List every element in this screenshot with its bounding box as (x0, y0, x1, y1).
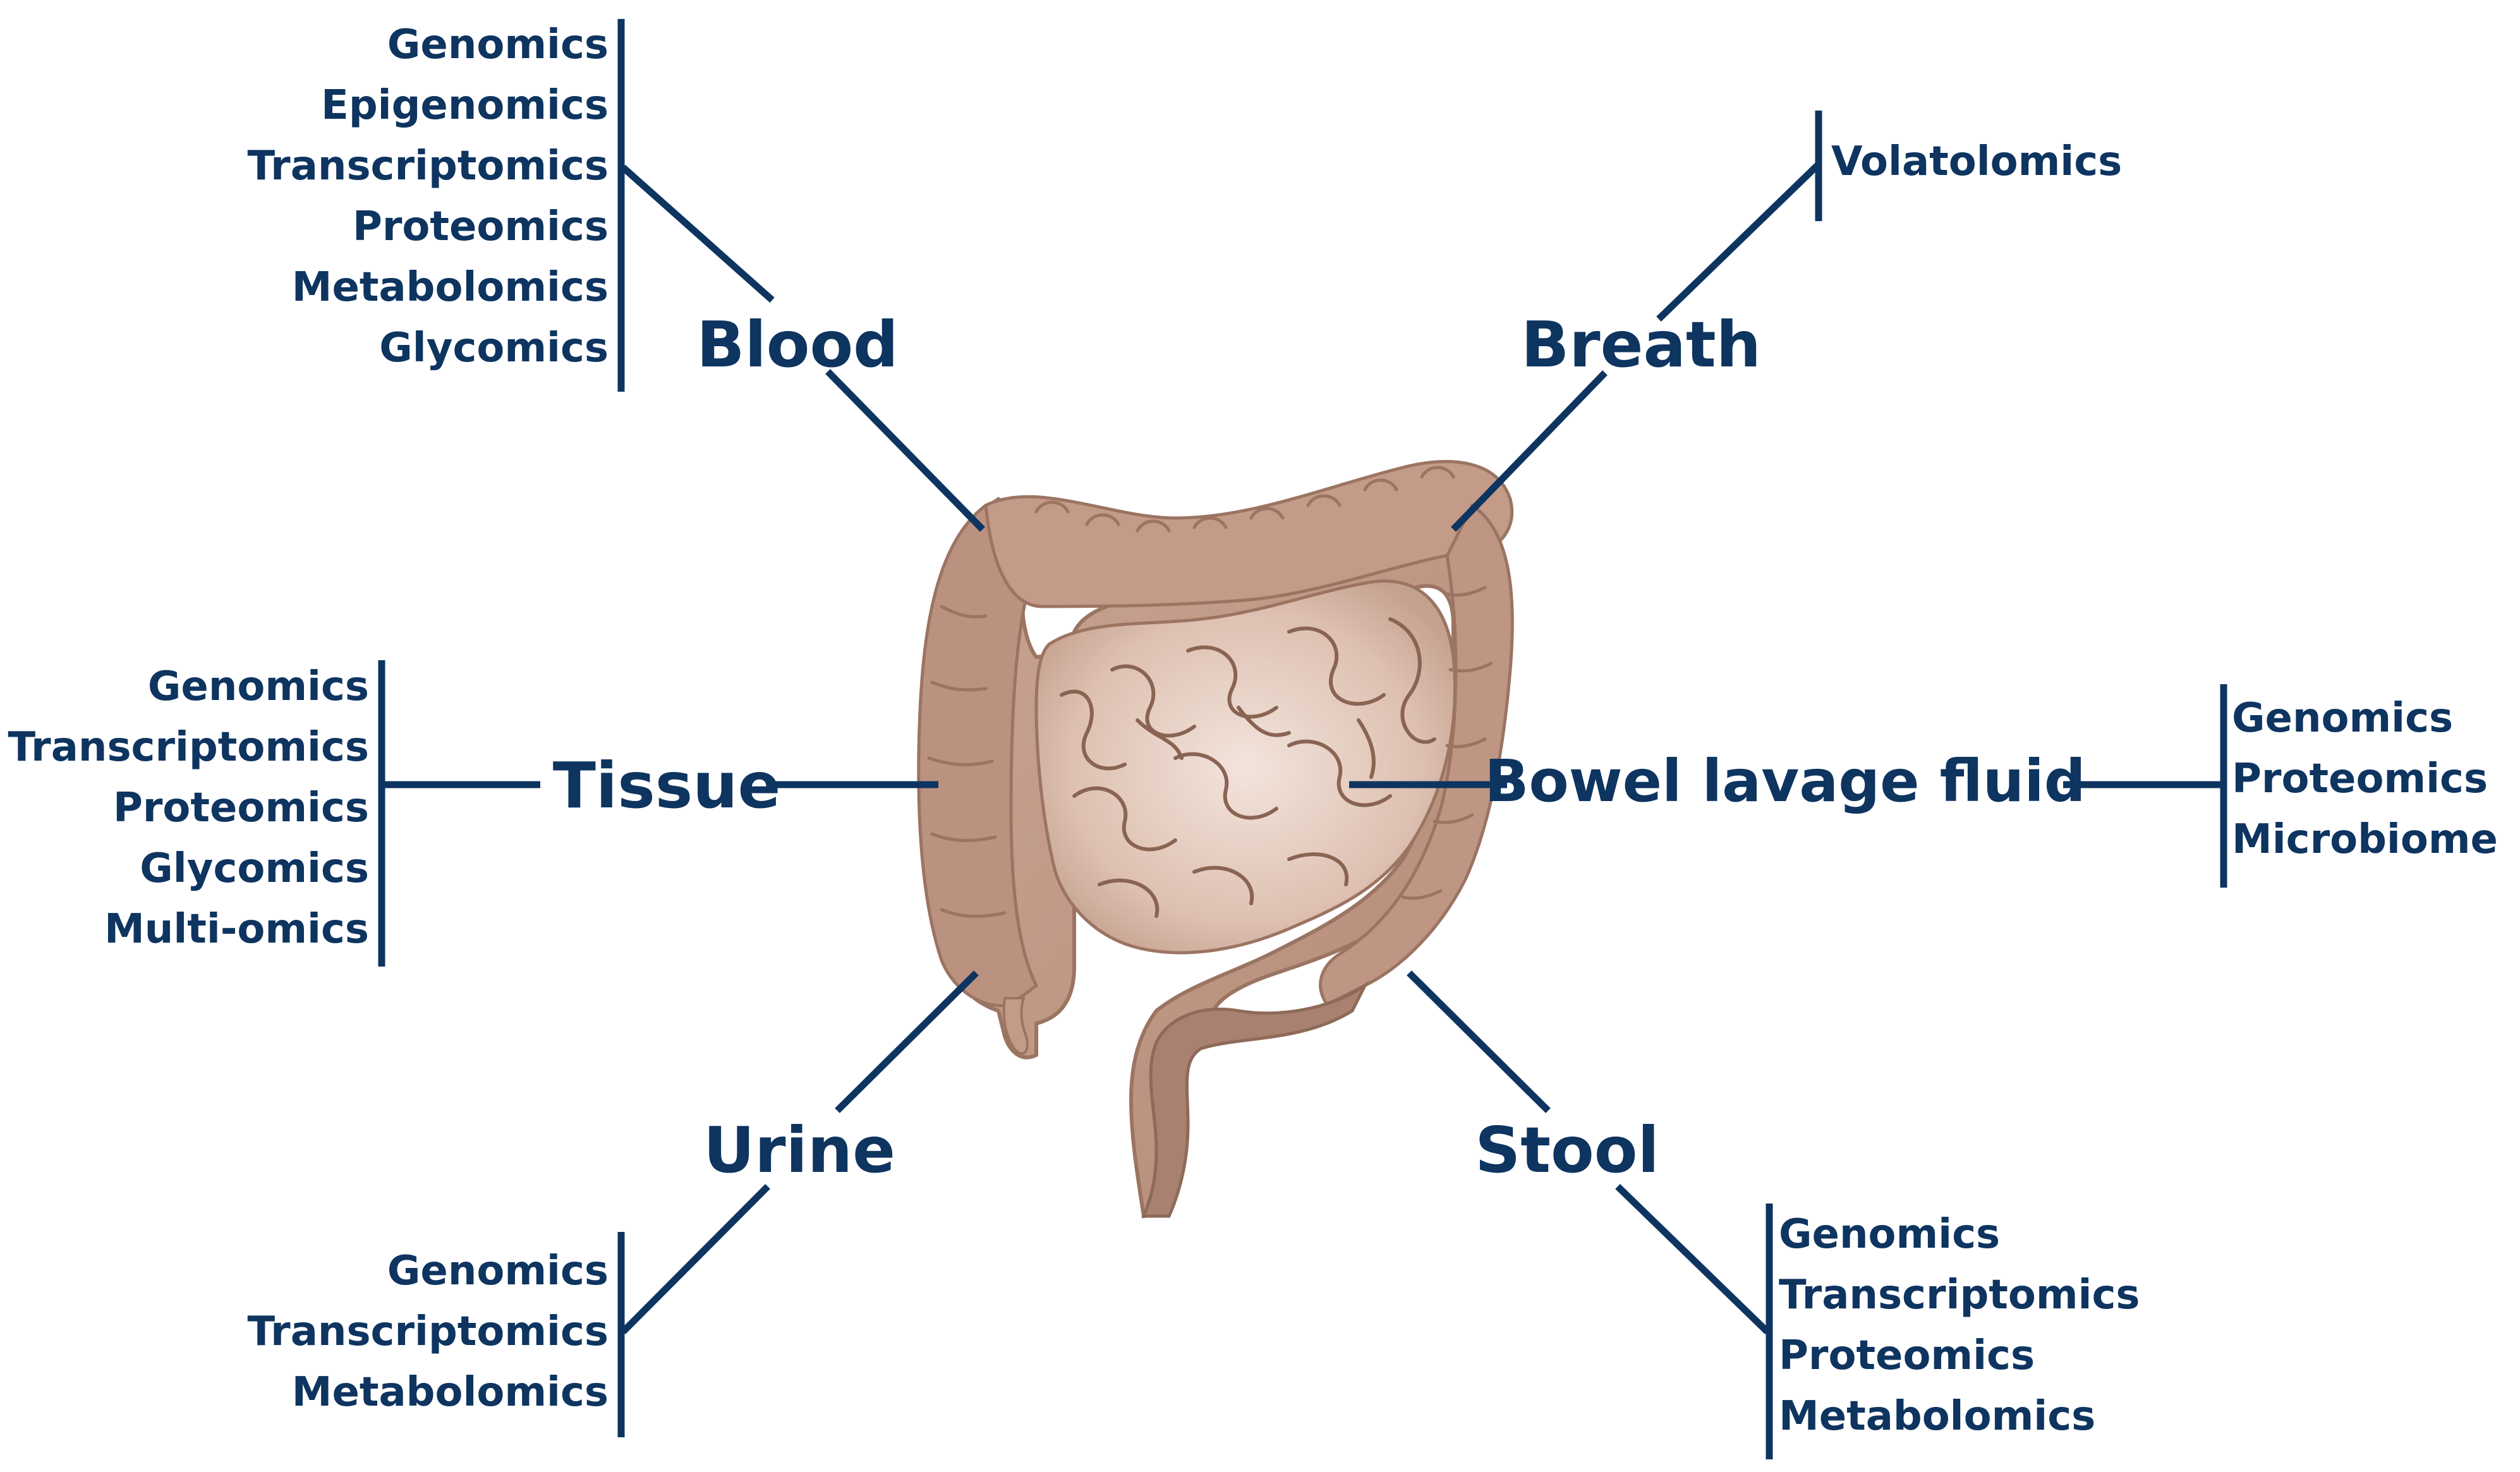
bowel-lavage-label: Bowel lavage fluid (1484, 747, 2085, 815)
tissue-omic-item: Genomics (148, 663, 369, 710)
urine-label: Urine (703, 1113, 895, 1187)
tissue-omic-item: Proteomics (113, 785, 369, 831)
tissue-omic-item: Transcriptomics (8, 724, 370, 771)
stool-omic-item: Genomics (1779, 1211, 2000, 1258)
blood-omic-item: Proteomics (353, 203, 609, 250)
transverse-colon (984, 460, 1514, 608)
blood-organ-link (825, 369, 985, 532)
urine-omic-item: Metabolomics (292, 1369, 609, 1416)
blood-omic-item: Genomics (387, 21, 609, 68)
tissue-omic-item: Glycomics (140, 845, 369, 892)
tissue-omic-item: Multi-omics (104, 906, 369, 953)
ascending-colon (917, 503, 1045, 1008)
bowel-lavage-omic-item: Genomics (2232, 695, 2453, 742)
bowel-lavage-omic-item: Proteomics (2232, 756, 2488, 802)
connector-lines (382, 160, 2223, 1334)
appendix (1002, 997, 1029, 1055)
urine-organ-link (835, 970, 979, 1113)
blood-omic-item: Glycomics (379, 325, 609, 371)
bowel-lavage-omic-item: Microbiome (2232, 816, 2498, 863)
urine-bracket-link (621, 1184, 770, 1334)
stool-omic-item: Transcriptomics (1779, 1272, 2140, 1318)
breath-omic-item: Volatolomics (1831, 138, 2122, 185)
colon-haustra (927, 466, 1493, 918)
blood-omic-item: Transcriptomics (248, 143, 609, 190)
stool-bracket-link (1615, 1184, 1770, 1334)
brackets (378, 19, 2227, 1459)
breath-label: Breath (1521, 308, 1761, 382)
stool-label: Stool (1475, 1113, 1659, 1187)
sample-labels: Blood Breath Tissue Bowel lavage fluid U… (553, 308, 2086, 1187)
blood-omic-item: Metabolomics (292, 264, 609, 311)
stool-omic-item: Proteomics (1779, 1332, 2035, 1379)
intestine-illustration (917, 460, 1514, 1219)
stool-omics-list: Genomics Transcriptomics Proteomics Meta… (1779, 1211, 2140, 1440)
blood-omics-list: Genomics Epigenomics Transcriptomics Pro… (248, 21, 609, 371)
stool-omic-item: Metabolomics (1779, 1393, 2095, 1440)
urine-omics-list: Genomics Transcriptomics Metabolomics (248, 1248, 609, 1416)
urine-omic-item: Genomics (387, 1248, 609, 1294)
small-intestine-folds (1060, 617, 1436, 918)
blood-label: Blood (696, 308, 898, 382)
blood-omic-item: Epigenomics (321, 82, 609, 129)
stool-organ-link (1407, 970, 1551, 1113)
blood-bracket-link (621, 164, 775, 303)
urine-omic-item: Transcriptomics (248, 1308, 609, 1355)
breath-organ-link (1451, 370, 1608, 532)
bowel-lavage-omics-list: Genomics Proteomics Microbiome (2232, 695, 2498, 863)
tissue-omics-list: Genomics Transcriptomics Proteomics Glyc… (8, 663, 370, 953)
breath-bracket-link (1656, 160, 1822, 322)
breath-omics-list: Volatolomics (1831, 138, 2122, 185)
tissue-label: Tissue (553, 749, 781, 823)
rectum (1141, 980, 1369, 1218)
small-intestine (1034, 579, 1457, 955)
